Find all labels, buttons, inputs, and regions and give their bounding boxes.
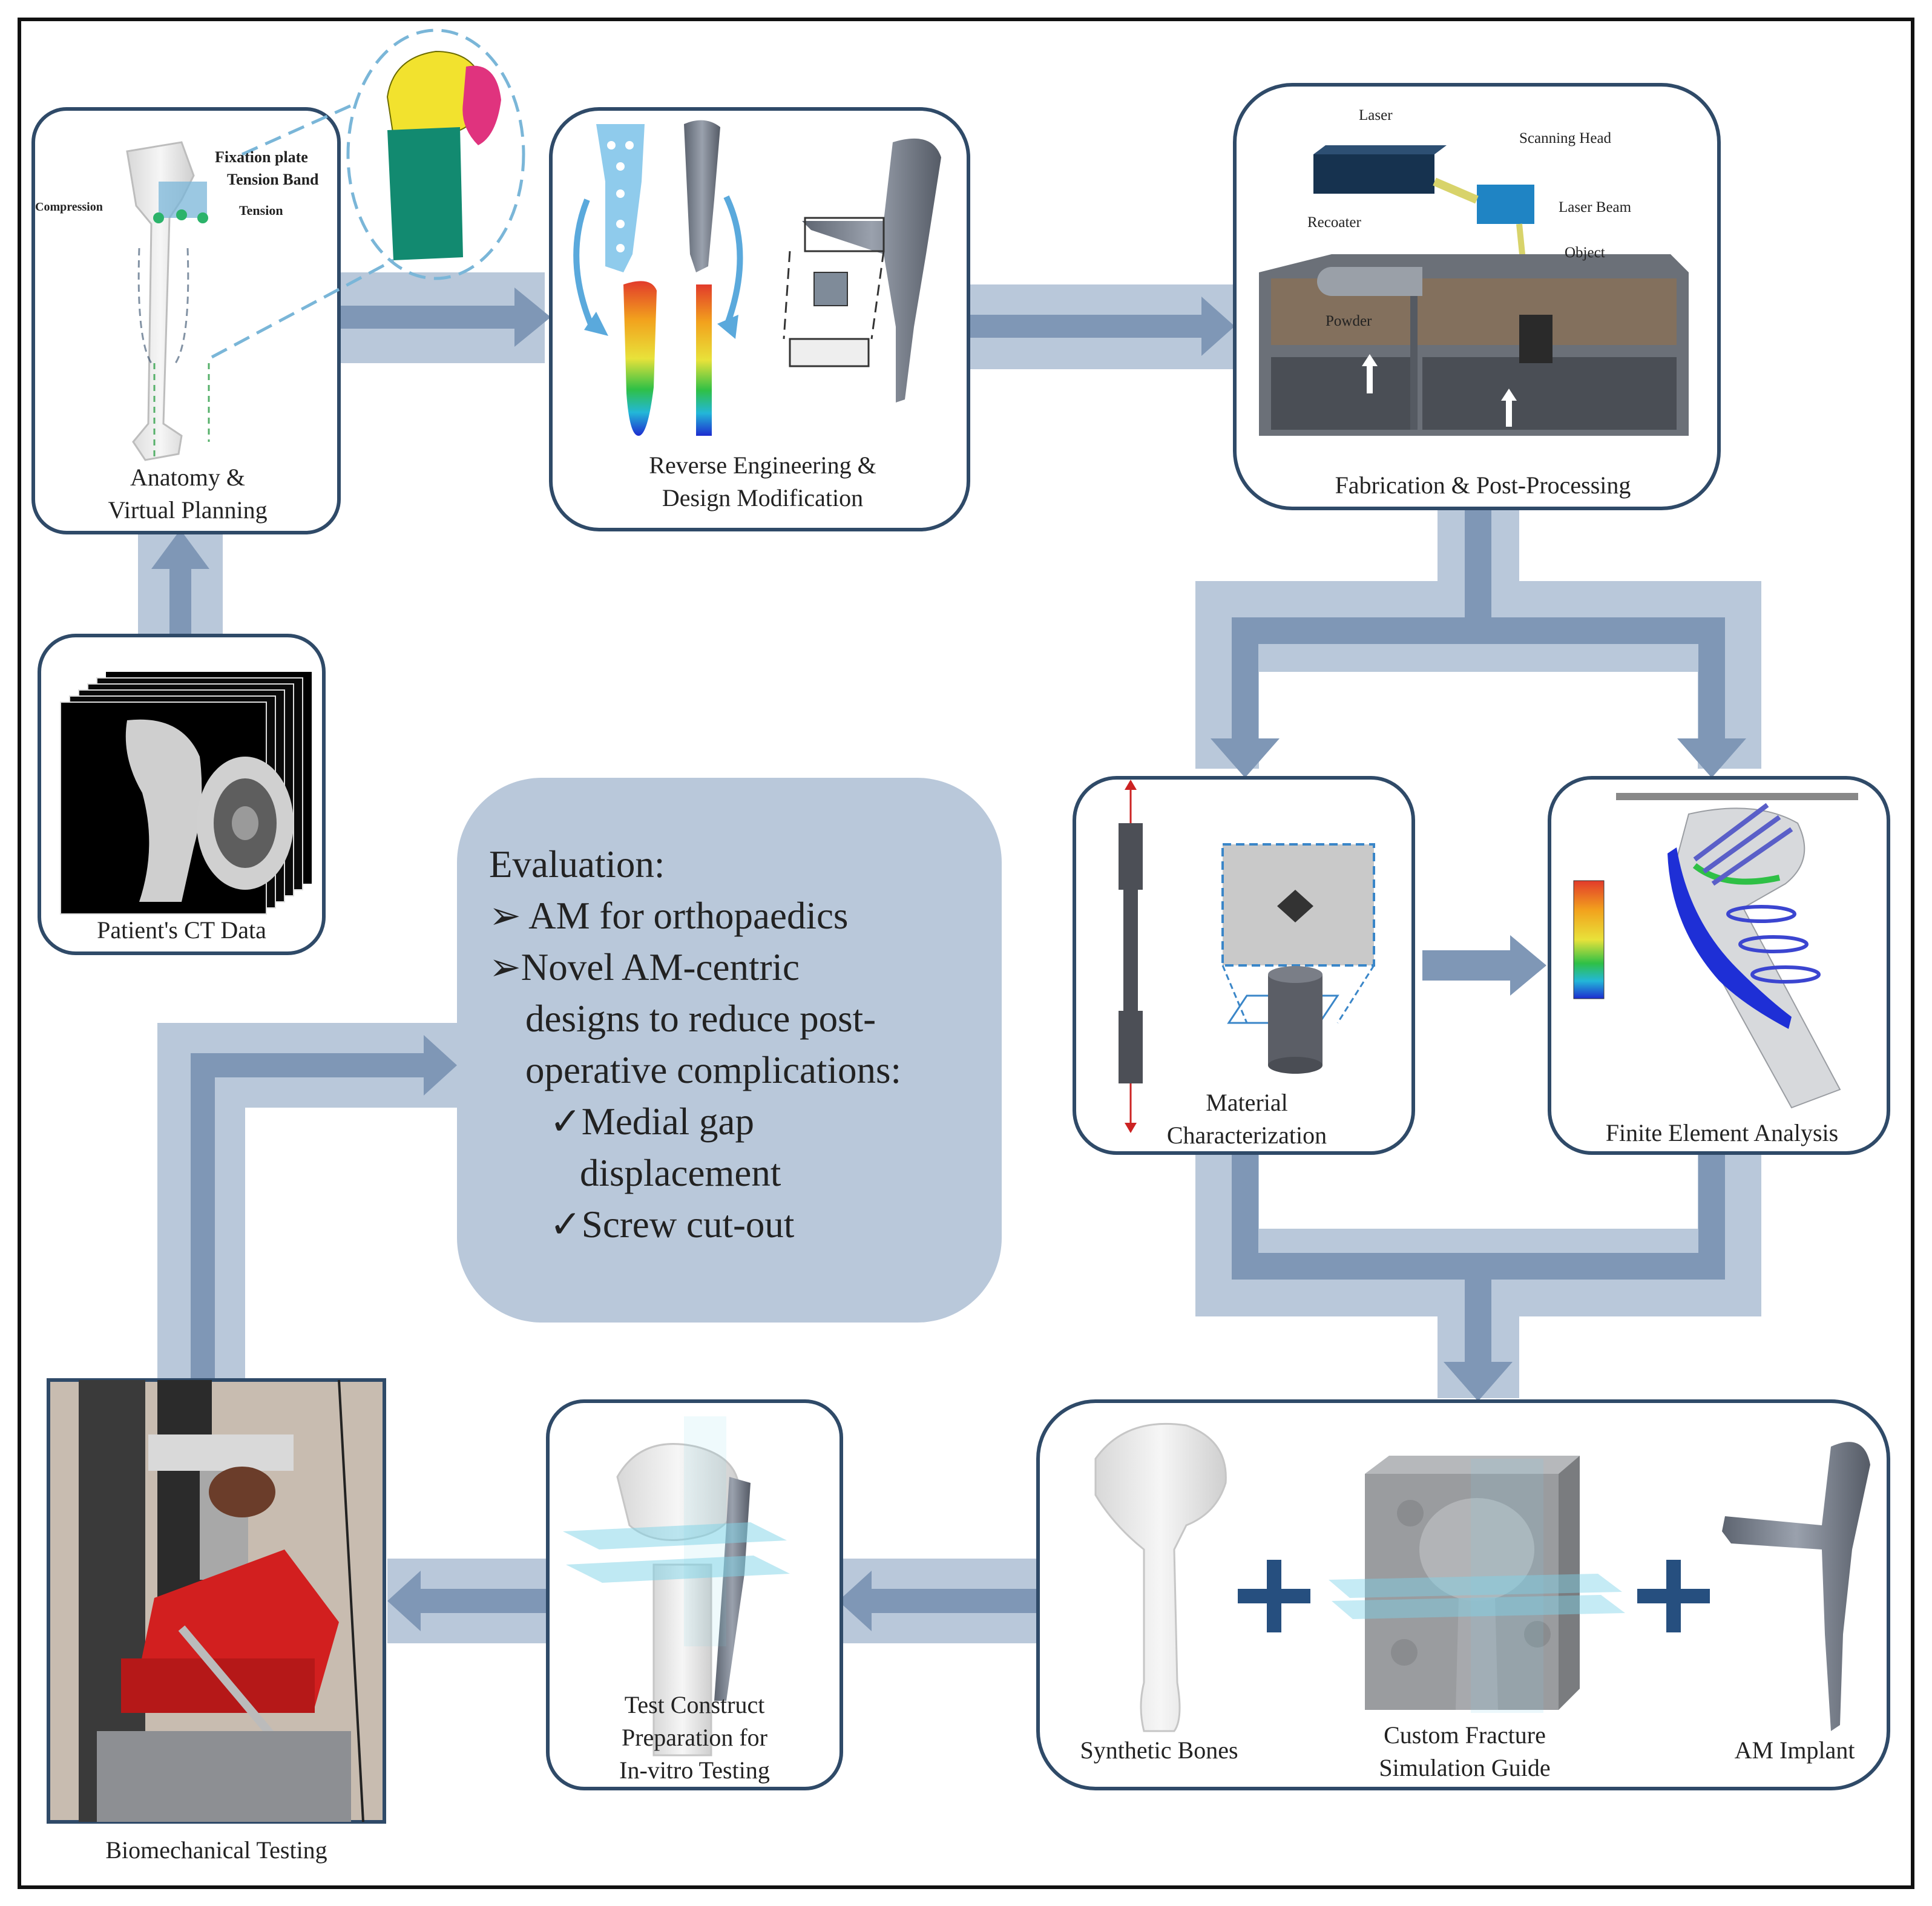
test-label-line2: Preparation for <box>621 1724 767 1751</box>
evaluation-sub-1-line1: Medial gap <box>581 1100 754 1143</box>
object-label: Object <box>1565 245 1605 261</box>
recoater-label: Recoater <box>1307 214 1362 231</box>
anatomy-box <box>31 107 341 534</box>
guide-label-line1: Custom Fracture <box>1384 1721 1546 1749</box>
evaluation-item-2-line1: Novel AM-centric <box>521 946 800 988</box>
evaluation-sub-1-line2: displacement <box>580 1152 781 1194</box>
compression-label: Compression <box>35 200 103 214</box>
arrow-merge-to-bottom <box>1195 1150 1761 1401</box>
test-construct-illustration <box>563 1416 790 1756</box>
biomechanical-testing-label: Biomechanical Testing <box>105 1836 327 1864</box>
plate-designs-illustration <box>573 120 941 436</box>
evaluation-item-2-line3: operative complications: <box>525 1049 902 1091</box>
evaluation-item-2: ➢Novel AM-centric <box>489 942 997 993</box>
powder-bed-printer-illustration <box>1259 145 1689 436</box>
material-label-line1: Material <box>1206 1089 1288 1116</box>
plus-icon-1 <box>1238 1560 1310 1632</box>
fracture-zoom-illustration <box>211 28 525 359</box>
fixation-plate-label: Fixation plate <box>215 148 308 166</box>
reverse-engineering-label: Reverse Engineering & Design Modificatio… <box>599 449 926 514</box>
reverse-label-line1: Reverse Engineering & <box>649 452 876 479</box>
laser-beam-label: Laser Beam <box>1559 199 1632 215</box>
plus-icon-2 <box>1637 1560 1710 1632</box>
fracture-guide-illustration <box>1329 1456 1625 1713</box>
arrow-bullet-icon: ➢ <box>489 895 521 937</box>
synthetic-bones-label: Synthetic Bones <box>1080 1737 1238 1764</box>
arrow-components-to-test <box>838 1559 1038 1643</box>
evaluation-sub-2: ✓Screw cut-out <box>489 1199 997 1250</box>
arrow-fabrication-split <box>1195 508 1761 778</box>
test-label-line1: Test Construct <box>624 1691 765 1718</box>
am-implant-label: AM Implant <box>1734 1737 1855 1764</box>
biomechanical-test-photo <box>47 1378 386 1824</box>
check-icon: ✓ <box>550 1203 582 1246</box>
evaluation-box <box>457 778 1002 1323</box>
ct-scan-stack-illustration <box>60 672 312 915</box>
evaluation-title: Evaluation: <box>489 843 665 886</box>
anatomy-label-line1: Anatomy & <box>130 464 245 491</box>
scanning-head-label: Scanning Head <box>1519 130 1612 146</box>
evaluation-item-1: ➢ AM for orthopaedics <box>489 890 997 942</box>
arrow-test-to-biomech <box>387 1559 548 1643</box>
reverse-box <box>549 107 970 531</box>
outer-frame <box>18 18 1914 1889</box>
test-construct-label: Test Construct Preparation for In-vitro … <box>560 1689 829 1787</box>
powder-label: Powder <box>1326 313 1372 329</box>
fea-model-illustration <box>1573 793 1858 1109</box>
tension-band-label: Tension Band <box>227 171 319 188</box>
evaluation-text: Evaluation: ➢ AM for orthopaedics ➢Novel… <box>489 839 997 1250</box>
arrow-reverse-to-fabrication <box>968 284 1235 369</box>
arrow-biomech-to-evaluation <box>157 1023 460 1380</box>
evaluation-item-2-line2: designs to reduce post- <box>525 997 876 1040</box>
test-label-line3: In-vitro Testing <box>619 1756 770 1784</box>
tension-label: Tension <box>239 203 283 218</box>
humerus-illustration <box>126 141 210 461</box>
evaluation-item-1-text: AM for orthopaedics <box>528 895 849 937</box>
indentation-microscopy-illustration <box>1221 843 1375 1074</box>
tensile-specimen-illustration <box>1119 780 1143 1133</box>
evaluation-sub-1: ✓Medial gap <box>489 1096 997 1148</box>
arrow-ct-to-anatomy <box>138 530 223 636</box>
fracture-guide-label: Custom Fracture Simulation Guide <box>1344 1719 1586 1784</box>
fea-label: Finite Element Analysis <box>1605 1119 1839 1146</box>
fabrication-label: Fabrication & Post-Processing <box>1335 472 1631 499</box>
ct-data-label: Patient's CT Data <box>97 916 266 944</box>
laser-label: Laser <box>1359 107 1393 123</box>
arrow-anatomy-to-reverse <box>339 272 551 363</box>
anatomy-label-line2: Virtual Planning <box>108 496 268 524</box>
guide-label-line2: Simulation Guide <box>1379 1754 1551 1781</box>
check-icon: ✓ <box>550 1100 582 1143</box>
synthetic-bone-illustration <box>1094 1422 1227 1732</box>
anatomy-label: Anatomy & Virtual Planning <box>54 461 321 527</box>
am-implant-illustration <box>1722 1442 1870 1731</box>
arrow-bullet-icon: ➢ <box>489 946 521 988</box>
arrow-material-to-fea <box>1422 935 1546 996</box>
material-label-line2: Characterization <box>1166 1122 1327 1149</box>
material-characterization-label: Material Characterization <box>1120 1086 1374 1152</box>
evaluation-sub-2-text: Screw cut-out <box>581 1203 795 1246</box>
reverse-label-line2: Design Modification <box>662 484 864 511</box>
